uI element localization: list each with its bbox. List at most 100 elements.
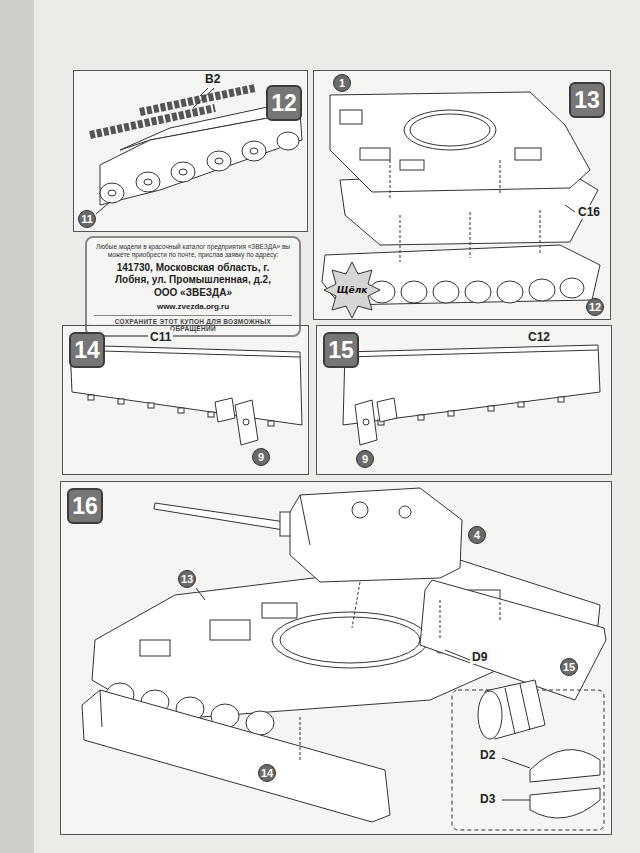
part-code: C11 xyxy=(148,330,173,344)
track-links-part xyxy=(96,202,110,214)
side-skirt-part xyxy=(363,419,369,425)
side-skirt-part xyxy=(118,399,124,404)
assembly-arrows-part xyxy=(540,210,541,255)
tracks-assembly-part xyxy=(108,190,116,196)
hull-assembly-part xyxy=(560,278,584,298)
paper-part xyxy=(313,70,611,320)
hull-assembly-part xyxy=(401,281,427,303)
hull-assembly-part xyxy=(529,279,555,301)
leader-lines-part xyxy=(300,715,301,760)
paper-part xyxy=(73,70,308,232)
coupon-note: Любые модели в красочный каталог предпри… xyxy=(94,243,292,259)
fuel-drum-part xyxy=(505,688,515,734)
hull-assembly-part xyxy=(433,281,459,303)
assembly-arrows-part xyxy=(500,160,501,195)
tracks-assembly-part xyxy=(250,148,258,154)
part-code: B2 xyxy=(203,72,222,86)
tracks-assembly-part xyxy=(100,112,302,205)
part-code: D2 xyxy=(478,748,497,762)
track-links-part xyxy=(193,88,214,108)
turret-part xyxy=(300,495,310,545)
part-code: D9 xyxy=(470,650,489,664)
hull-final-part xyxy=(100,690,102,727)
side-skirt xyxy=(343,345,600,445)
track-links-part xyxy=(140,88,255,112)
assembly-arrows-part xyxy=(470,212,471,258)
assembly-arrows-part xyxy=(390,160,391,200)
hull-final-part xyxy=(262,603,297,618)
hull-assembly-part xyxy=(465,281,491,303)
step-number: 12 xyxy=(266,85,302,121)
side-skirt-part xyxy=(178,408,184,413)
side-skirt-part xyxy=(355,400,377,445)
leader-lines-part xyxy=(502,800,530,801)
fuel-drum-part xyxy=(530,750,600,782)
hull-assembly-part xyxy=(340,110,362,124)
callout-number: 1 xyxy=(333,74,351,92)
paper-part xyxy=(316,325,612,475)
turret-part xyxy=(154,503,292,531)
callout-number: 9 xyxy=(356,450,374,468)
turret-part xyxy=(352,502,368,518)
callout-number: 13 xyxy=(178,570,196,588)
side-skirt-part xyxy=(208,412,214,417)
callout-number: 15 xyxy=(560,658,578,676)
step-number: 14 xyxy=(69,332,105,368)
hull-final-part xyxy=(246,711,274,735)
turret-part xyxy=(399,506,411,518)
side-skirt-part xyxy=(235,400,258,445)
hull-assembly-part xyxy=(497,281,523,303)
hull-assembly-part xyxy=(360,148,390,160)
click-burst-part xyxy=(324,262,380,318)
click-burst xyxy=(324,262,380,318)
hull-final-part xyxy=(280,617,420,663)
tracks-assembly-part xyxy=(215,158,223,164)
leader-lines-part xyxy=(352,582,360,628)
leader-lines-part xyxy=(502,758,530,768)
callout-number: 11 xyxy=(78,210,96,228)
leader-lines xyxy=(196,582,530,800)
assembly-arrows-part xyxy=(400,215,401,262)
side-skirt-part xyxy=(518,402,524,407)
hull-assembly-part xyxy=(404,110,496,150)
callout-number: 12 xyxy=(586,298,604,316)
step-number: 15 xyxy=(323,332,359,368)
step-panel: 16 xyxy=(60,481,612,835)
coupon-box: Любые модели в красочный каталог предпри… xyxy=(85,236,301,337)
tracks-assembly-part xyxy=(171,162,195,182)
side-skirt-part xyxy=(88,395,94,400)
track-links xyxy=(90,88,255,214)
fuel-drum xyxy=(452,680,604,830)
step-number: 13 xyxy=(569,82,605,118)
coupon-footer: СОХРАНИТЕ ЭТОТ КУПОН ДЛЯ ВОЗМОЖНЫХ ОБРАЩ… xyxy=(94,315,292,332)
callout-number: 4 xyxy=(468,526,486,544)
fuel-drum-part xyxy=(520,684,530,730)
assembly-arrows xyxy=(390,160,575,262)
side-skirt-part xyxy=(448,411,454,416)
paper-part xyxy=(62,325,309,475)
tracks-assembly-part xyxy=(277,132,299,150)
side-skirt-part xyxy=(343,345,600,425)
click-note: Щёлк xyxy=(337,285,368,295)
step-panel: 13 xyxy=(313,70,611,320)
part-code: C12 xyxy=(526,330,552,344)
tracks-assembly-part xyxy=(144,179,152,185)
part-code: C16 xyxy=(576,205,602,219)
hull-assembly-part xyxy=(515,148,541,160)
hull-final-part xyxy=(140,640,170,656)
turret-part xyxy=(290,488,462,582)
hull-assembly-part xyxy=(400,160,424,170)
paper-part xyxy=(34,0,640,853)
hull-assembly-part xyxy=(330,92,590,192)
hull-final-part xyxy=(210,620,250,640)
paper-part xyxy=(60,481,612,835)
side-skirt-part xyxy=(488,406,494,411)
hull-final-part xyxy=(82,690,390,822)
side-skirt-part xyxy=(243,419,249,425)
step-panel: 14 xyxy=(62,325,309,475)
website-text: www.zvezda.org.ru xyxy=(157,302,229,311)
address-text: 141730, Московская область, г. Лобня, ул… xyxy=(103,262,283,300)
leader-lines-part xyxy=(440,600,441,640)
step-number: 16 xyxy=(67,488,103,524)
